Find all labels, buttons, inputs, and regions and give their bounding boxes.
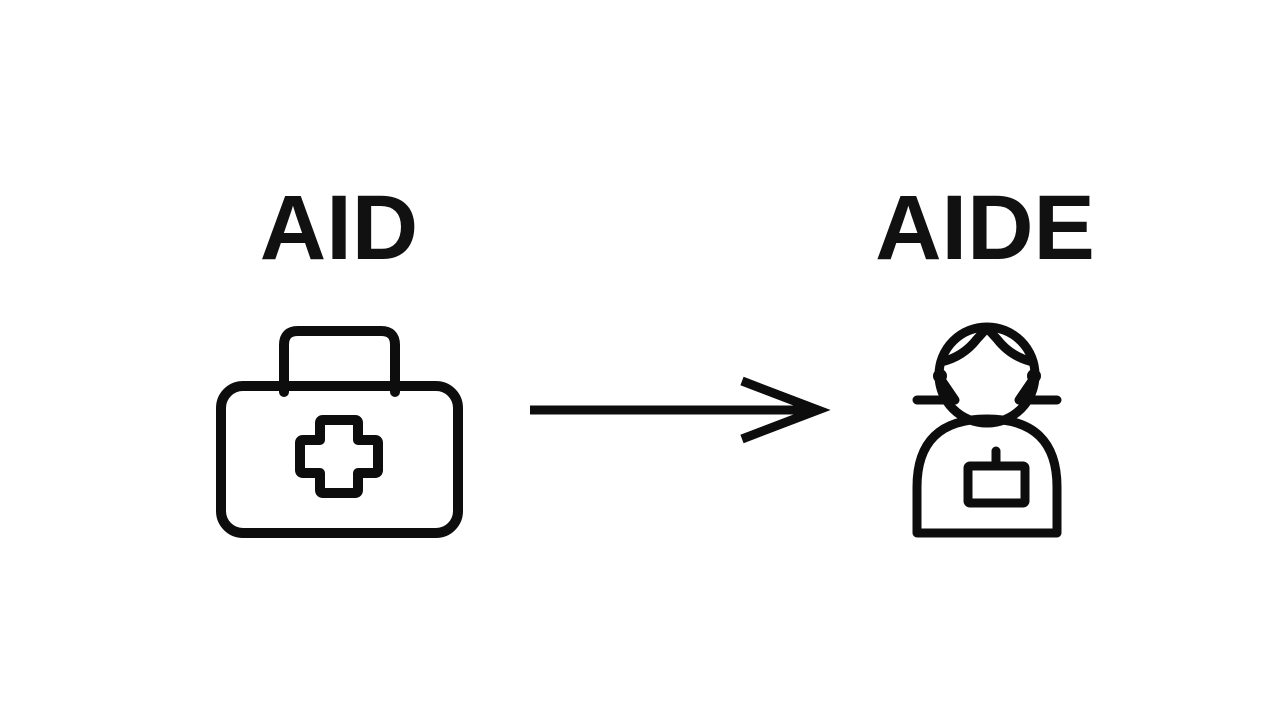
first-aid-kit-icon — [216, 326, 463, 538]
nurse-aide-person-icon — [912, 322, 1062, 538]
medical-cross-icon — [295, 415, 383, 498]
right-arrow-icon — [530, 376, 831, 444]
arrow-head — [740, 376, 831, 444]
word-label-aide: AIDE — [875, 177, 1095, 279]
person-left-hair-strand-icon — [912, 373, 960, 405]
first-aid-kit-body-icon — [216, 381, 463, 538]
person-right-ear-icon — [1027, 369, 1041, 383]
word-label-aid: AID — [259, 177, 419, 279]
person-hair-fringe-icon — [936, 323, 1038, 367]
first-aid-kit-handle-icon — [279, 326, 400, 397]
person-head-icon — [934, 322, 1040, 428]
name-badge-icon — [963, 461, 1030, 508]
person-right-hair-strand-icon — [1014, 373, 1062, 405]
person-left-ear-icon — [933, 369, 947, 383]
person-torso-icon — [912, 414, 1062, 538]
